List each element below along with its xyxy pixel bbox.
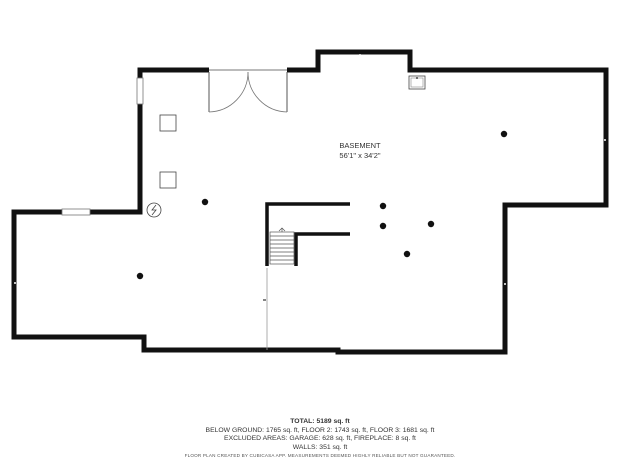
- credit-line: FLOOR PLAN CREATED BY CUBICASA APP. MEAS…: [184, 453, 456, 458]
- window-left-wall: [136, 77, 144, 105]
- square-fixture-bottom: [159, 171, 177, 189]
- post-5: [427, 220, 435, 228]
- exterior-wall: [11, 49, 609, 355]
- electrical-panel-icon: [146, 202, 162, 218]
- total-line: TOTAL: 5189 sq. ft: [0, 418, 640, 427]
- door-swing-right: [247, 71, 288, 113]
- door-swing-left: [208, 71, 249, 113]
- interior-wall-lower: [294, 232, 350, 266]
- window-lower-left: [61, 208, 91, 216]
- post-6: [403, 250, 411, 258]
- room-name: BASEMENT: [339, 141, 381, 150]
- below-ground-line: BELOW GROUND: 1765 sq. ft, FLOOR 2: 1743…: [205, 426, 435, 434]
- interior-wall-upper: [265, 202, 350, 266]
- area-summary: TOTAL: 5189 sq. ft BELOW GROUND: 1765 sq…: [0, 418, 640, 452]
- stair: [269, 227, 295, 265]
- excluded-areas-line: EXCLUDED AREAS: GARAGE: 628 sq. ft, FIRE…: [224, 435, 416, 443]
- post-3: [379, 202, 387, 210]
- total-label: TOTAL:: [290, 418, 315, 425]
- room-label: BASEMENT 56'1" x 34'2": [300, 141, 420, 161]
- room-dimensions: 56'1" x 34'2": [339, 151, 381, 160]
- total-value: 5189 sq. ft: [316, 418, 350, 425]
- post-4: [379, 222, 387, 230]
- post-1: [500, 130, 508, 138]
- wall-marks: [14, 54, 606, 285]
- post-2: [201, 198, 209, 206]
- walls-line: WALLS: 351 sq. ft: [292, 443, 348, 451]
- post-7: [136, 272, 144, 280]
- square-fixture-top: [159, 114, 177, 132]
- support-posts: [136, 130, 508, 280]
- sink-icon: [408, 75, 426, 90]
